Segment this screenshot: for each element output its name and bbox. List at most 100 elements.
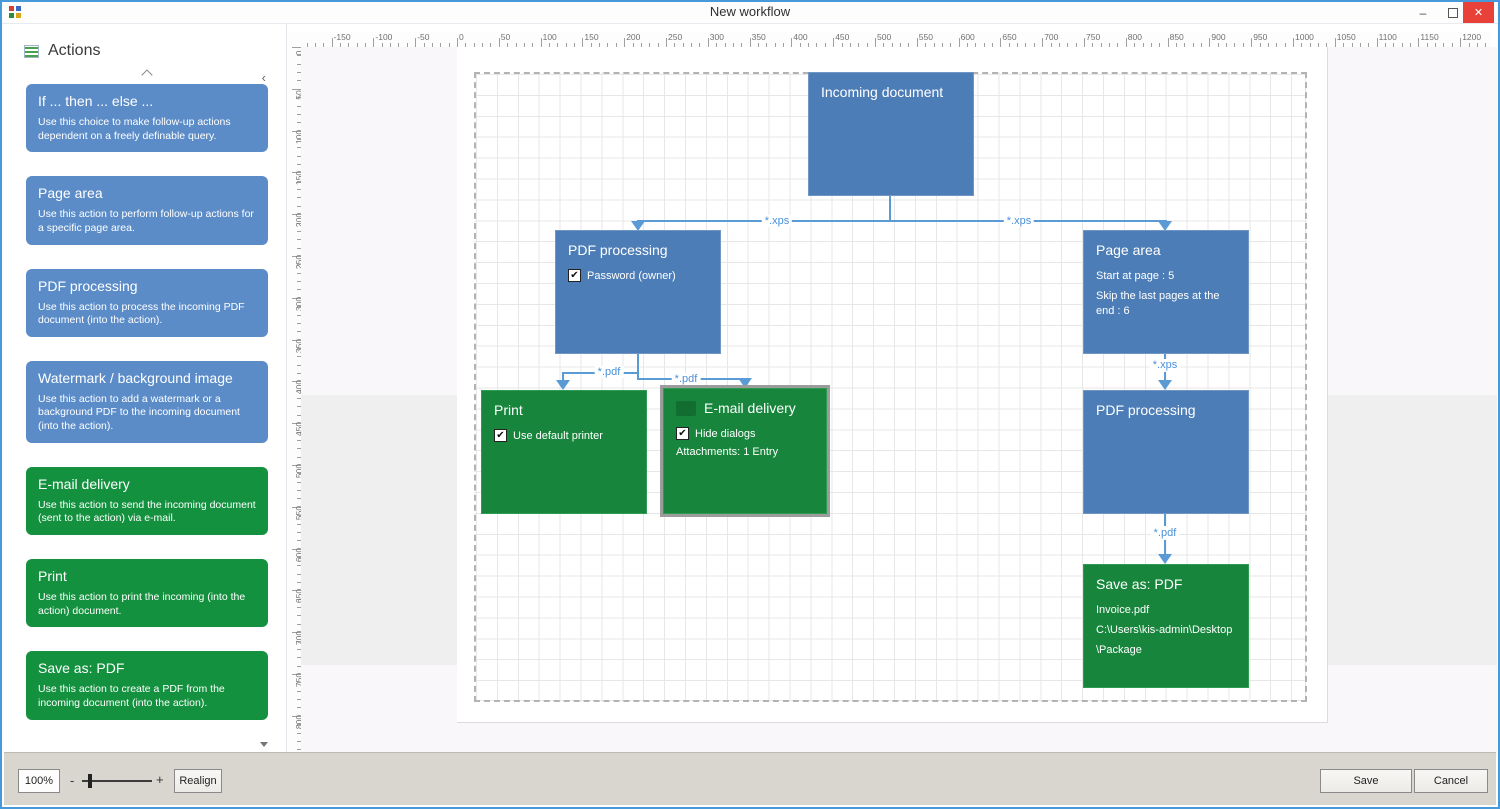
zoom-level-value: 100% (24, 775, 54, 787)
node-title: Print (494, 402, 523, 418)
node-detail: Attachments: 1 Entry (676, 446, 779, 458)
save-button[interactable]: Save (1320, 769, 1412, 793)
edge-label: *.pdf (594, 366, 624, 378)
node-detail: C:\Users\kis-admin\Desktop (1096, 623, 1233, 636)
node-detail: \Package (1096, 643, 1142, 656)
node-detail: Start at page : 5 (1096, 270, 1175, 282)
checkbox[interactable]: ✔ (676, 427, 689, 440)
node-pdf-processing-1[interactable]: PDF processing ✔ Password (owner) (555, 230, 721, 354)
arrow-down-icon (1158, 221, 1172, 231)
card-description: Use this action to add a watermark or a … (38, 392, 240, 433)
node-title: E-mail delivery (704, 400, 796, 416)
action-card-list: If ... then ... else ... Use this choice … (10, 84, 284, 720)
edge-label: *.pdf (671, 373, 701, 385)
card-title: Page area (38, 185, 103, 202)
zoom-slider-track[interactable] (82, 780, 152, 782)
node-pdf-processing-2[interactable]: PDF processing (1083, 390, 1249, 514)
connector-line-dashed (1164, 354, 1166, 361)
connector-line (1164, 372, 1166, 381)
connector-line (637, 220, 1167, 222)
arrow-down-icon (738, 378, 752, 388)
connector-line (562, 372, 564, 381)
sidebar-collapse-icon[interactable]: ‹ (261, 70, 266, 85)
canvas-margin-right-shade (1327, 395, 1497, 665)
checkbox[interactable]: ✔ (568, 269, 581, 282)
zoom-slider-thumb[interactable] (88, 774, 92, 788)
connector-line (637, 354, 639, 380)
cancel-button[interactable]: Cancel (1414, 769, 1488, 793)
window-title: New workflow (709, 4, 791, 19)
action-card-save-as-pdf[interactable]: Save as: PDF Use this action to create a … (26, 651, 268, 720)
mail-icon (676, 400, 696, 416)
canvas-margin-bottom (295, 722, 1497, 755)
arrow-down-icon (556, 380, 570, 390)
checkbox-label: Use default printer (513, 429, 603, 442)
edge-label: *.xps (1149, 359, 1181, 371)
card-description: Use this action to create a PDF from the… (38, 683, 225, 709)
node-title: Page area (1096, 242, 1161, 258)
arrow-down-icon (1158, 380, 1172, 390)
card-title: Print (38, 568, 67, 585)
node-detail: Skip the last pages at the end : 6 (1096, 289, 1220, 317)
arrow-down-icon (631, 221, 645, 231)
checkbox[interactable]: ✔ (494, 429, 507, 442)
edge-label: *.xps (1003, 215, 1035, 227)
actions-list-icon (24, 44, 39, 58)
card-description: Use this action to send the incoming doc… (38, 498, 256, 525)
restore-button[interactable] (1440, 2, 1466, 23)
card-description: Use this choice to make follow-up action… (38, 116, 231, 142)
node-title: Incoming document (821, 84, 944, 100)
node-incoming-document[interactable]: Incoming document (808, 72, 974, 196)
scroll-up-button[interactable] (10, 66, 284, 82)
card-description: Use this action to perform follow-up act… (38, 208, 254, 234)
node-title: PDF processing (568, 242, 668, 258)
checkbox-label: Hide dialogs (695, 427, 756, 440)
zoom-level-button[interactable]: 100% (18, 769, 60, 793)
node-print[interactable]: Print ✔ Use default printer (481, 390, 647, 514)
minimize-icon: – (1419, 5, 1427, 20)
close-button[interactable]: ✕ (1463, 2, 1494, 23)
card-title: If ... then ... else ... (38, 93, 154, 109)
actions-sidebar: Actions ‹ If ... then ... else ... Use th… (10, 32, 284, 796)
vertical-ruler: 0501001502002503003504004505005506006507… (287, 47, 301, 755)
card-description: Use this action to print the incoming (i… (38, 591, 246, 617)
card-title: E-mail delivery (38, 475, 130, 492)
ruler-corner (287, 32, 301, 47)
connector-line (889, 196, 891, 221)
realign-button[interactable]: Realign (174, 769, 222, 793)
connector-line (1164, 540, 1166, 555)
card-title: PDF processing (38, 277, 138, 294)
action-card-if-then-else[interactable]: If ... then ... else ... Use this choice … (26, 84, 268, 153)
footer-bar: 100% - + Realign Save Cancel (4, 752, 1496, 805)
card-description: Use this action to process the incoming … (38, 300, 245, 327)
title-bar: New workflow – ✕ (2, 2, 1498, 24)
card-title: Save as: PDF (38, 660, 125, 677)
arrow-down-icon (1158, 554, 1172, 564)
app-logo-icon (9, 6, 22, 19)
checkbox-label: Password (owner) (587, 269, 676, 282)
minimize-button[interactable]: – (1408, 2, 1438, 23)
sidebar-header: Actions (10, 32, 284, 64)
connector-line (1164, 514, 1166, 526)
edge-label: *.pdf (1150, 527, 1180, 539)
zoom-in-label[interactable]: + (156, 772, 164, 787)
close-icon: ✕ (1473, 7, 1484, 19)
node-title: Save as: PDF (1096, 576, 1183, 592)
sidebar-title: Actions (48, 42, 101, 59)
sidebar-dropdown-icon[interactable] (260, 742, 268, 747)
cancel-label: Cancel (1433, 775, 1469, 787)
node-detail: Invoice.pdf (1096, 604, 1150, 616)
zoom-out-label[interactable]: - (70, 773, 75, 788)
node-title: PDF processing (1096, 402, 1196, 418)
edge-label: *.xps (761, 215, 793, 227)
